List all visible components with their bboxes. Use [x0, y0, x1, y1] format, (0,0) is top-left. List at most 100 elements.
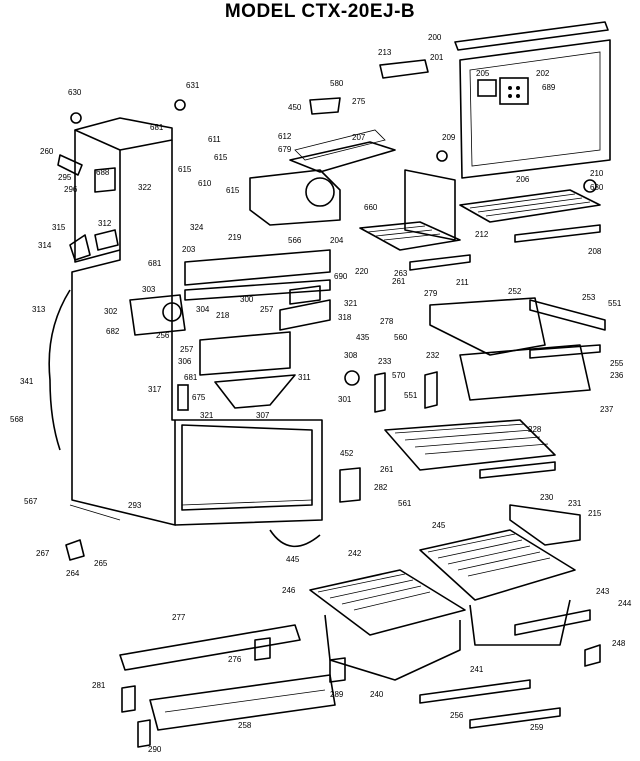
- callout-label: 630: [68, 88, 82, 97]
- callout-label: 276: [228, 655, 242, 664]
- evaporator-cover: [249, 129, 396, 226]
- callout-label: 218: [216, 311, 230, 320]
- callout-label: 615: [214, 153, 228, 162]
- callout-label: 312: [98, 219, 112, 228]
- callout-label: 200: [428, 33, 442, 42]
- hardware: [48, 59, 601, 748]
- callout-label: 681: [150, 123, 164, 132]
- callout-label: 201: [430, 53, 444, 62]
- callout-label: 308: [344, 351, 358, 360]
- callout-label: 318: [338, 313, 352, 322]
- callout-label: 324: [190, 223, 204, 232]
- callout-label: 248: [612, 639, 626, 648]
- callout-label: 231: [568, 499, 582, 508]
- callout-label: 313: [32, 305, 46, 314]
- light-shield: [214, 374, 296, 409]
- callout-label: 245: [432, 521, 446, 530]
- callout-label: 256: [156, 331, 170, 340]
- damper-assembly: [129, 285, 331, 376]
- callout-label: 311: [298, 373, 311, 382]
- callout-label: 207: [352, 133, 366, 142]
- callout-label: 679: [278, 145, 292, 154]
- callout-label: 317: [148, 385, 162, 394]
- shelf-212: [359, 169, 471, 271]
- callout-label: 263: [394, 269, 408, 278]
- callout-label: 257: [180, 345, 194, 354]
- callout-label: 688: [96, 168, 110, 177]
- callout-label: 278: [380, 317, 394, 326]
- callout-label: 255: [610, 359, 624, 368]
- callout-label: 242: [348, 549, 362, 558]
- callout-label: 302: [104, 307, 118, 316]
- callout-label: 246: [282, 586, 296, 595]
- callout-label: 203: [182, 245, 196, 254]
- callout-label: 240: [370, 690, 384, 699]
- callout-label: 304: [196, 305, 210, 314]
- callout-label: 219: [228, 233, 242, 242]
- callout-label: 300: [240, 295, 254, 304]
- callout-label: 208: [588, 247, 602, 256]
- refrigerator-shelf: [384, 419, 556, 479]
- callout-label: 293: [128, 501, 142, 510]
- crisper-drawers: [309, 529, 591, 681]
- callout-label: 321: [200, 411, 214, 420]
- callout-label: 282: [374, 483, 388, 492]
- freezer-shelf: [459, 189, 601, 243]
- callout-label: 237: [600, 405, 614, 414]
- control-housing: [184, 249, 331, 301]
- callout-label: 220: [355, 267, 369, 276]
- callout-label: 675: [192, 393, 206, 402]
- callout-label: 205: [476, 69, 490, 78]
- callout-label: 257: [260, 305, 274, 314]
- callout-label: 610: [198, 179, 212, 188]
- callout-label: 204: [330, 236, 344, 245]
- callout-label: 321: [344, 299, 358, 308]
- callout-labels: 630 631 580 213 200 201 205 202 689 450 …: [10, 33, 632, 754]
- callout-label: 307: [256, 411, 270, 420]
- callout-label: 243: [596, 587, 610, 596]
- callout-label: 236: [610, 371, 624, 380]
- callout-label: 631: [186, 81, 200, 90]
- callout-label: 275: [352, 97, 366, 106]
- callout-label: 265: [94, 559, 108, 568]
- callout-label: 660: [364, 203, 378, 212]
- meat-pan: [459, 344, 601, 401]
- callout-label: 314: [38, 241, 52, 250]
- callout-label: 289: [330, 690, 344, 699]
- callout-label: 301: [338, 395, 352, 404]
- callout-label: 253: [582, 293, 596, 302]
- bottom-rails: [119, 624, 561, 731]
- callout-label: 450: [288, 103, 302, 112]
- callout-label: 213: [378, 48, 392, 57]
- callout-label: 690: [334, 272, 348, 281]
- callout-label: 259: [530, 723, 544, 732]
- callout-label: 233: [378, 357, 392, 366]
- callout-label: 551: [404, 391, 418, 400]
- callout-label: 241: [470, 665, 484, 674]
- callout-label: 296: [64, 185, 78, 194]
- callout-label: 435: [356, 333, 370, 342]
- callout-label: 681: [184, 373, 198, 382]
- callout-label: 290: [148, 745, 162, 754]
- callout-label: 612: [278, 132, 292, 141]
- callout-label: 279: [424, 289, 438, 298]
- callout-label: 682: [106, 327, 120, 336]
- callout-label: 303: [142, 285, 156, 294]
- cabinet-body: [69, 117, 323, 526]
- callout-label: 551: [608, 299, 622, 308]
- callout-label: 306: [178, 357, 192, 366]
- callout-label: 261: [380, 465, 394, 474]
- callout-label: 261: [392, 277, 406, 286]
- diagram-title: MODEL CTX-20EJ-B: [224, 1, 416, 22]
- callout-label: 567: [24, 497, 38, 506]
- callout-label: 322: [138, 183, 152, 192]
- callout-label: 281: [92, 681, 106, 690]
- callout-label: 561: [398, 499, 412, 508]
- callout-label: 630: [590, 183, 604, 192]
- callout-label: 267: [36, 549, 50, 558]
- callout-label: 445: [286, 555, 300, 564]
- callout-label: 615: [178, 165, 192, 174]
- callout-label: 252: [508, 287, 522, 296]
- callout-label: 211: [456, 278, 469, 287]
